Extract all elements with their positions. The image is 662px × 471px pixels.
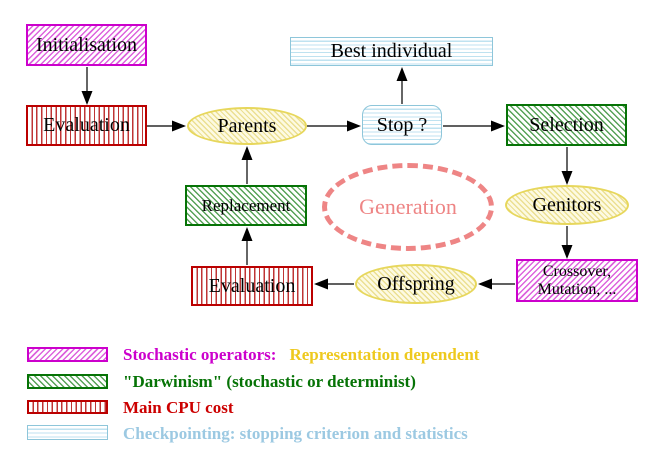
node-evaluation-top: Evaluation [26,105,147,146]
node-crossover-mutation: Crossover, Mutation, ... [516,259,638,302]
legend-label-checkpointing: Checkpointing: stopping criterion and st… [123,424,468,443]
legend-label-main-cpu-cost: Main CPU cost [123,398,234,417]
node-best-individual: Best individual [290,37,493,66]
node-stop: Stop ? [362,105,442,145]
legend-label-stochastic-operators: Stochastic operators: Representation depe… [123,345,479,365]
legend-swatch-stochastic-operators [27,347,108,362]
node-genitors: Genitors [505,185,629,225]
legend-text-representation-dependent: Representation dependent [289,345,480,364]
node-initialisation: Initialisation [26,24,147,66]
node-evaluation-bottom: Evaluation [191,266,313,306]
node-parents: Parents [187,107,307,145]
generation-label: Generation [359,194,457,219]
legend-label-darwinism: "Darwinism" (stochastic or determinist) [123,372,416,391]
node-selection: Selection [506,104,627,146]
crossover-label-line1: Crossover, [542,262,612,280]
crossover-label-line2: Mutation, ... [537,280,617,298]
node-replacement: Replacement [185,185,307,226]
node-offspring: Offspring [355,264,477,304]
legend-swatch-checkpointing [27,425,108,440]
legend-swatch-main-cpu-cost [27,400,108,414]
legend-swatch-darwinism [27,374,108,389]
legend-text-stochastic: Stochastic operators: [123,345,277,364]
generation-cycle-ellipse: Generation [322,163,494,251]
